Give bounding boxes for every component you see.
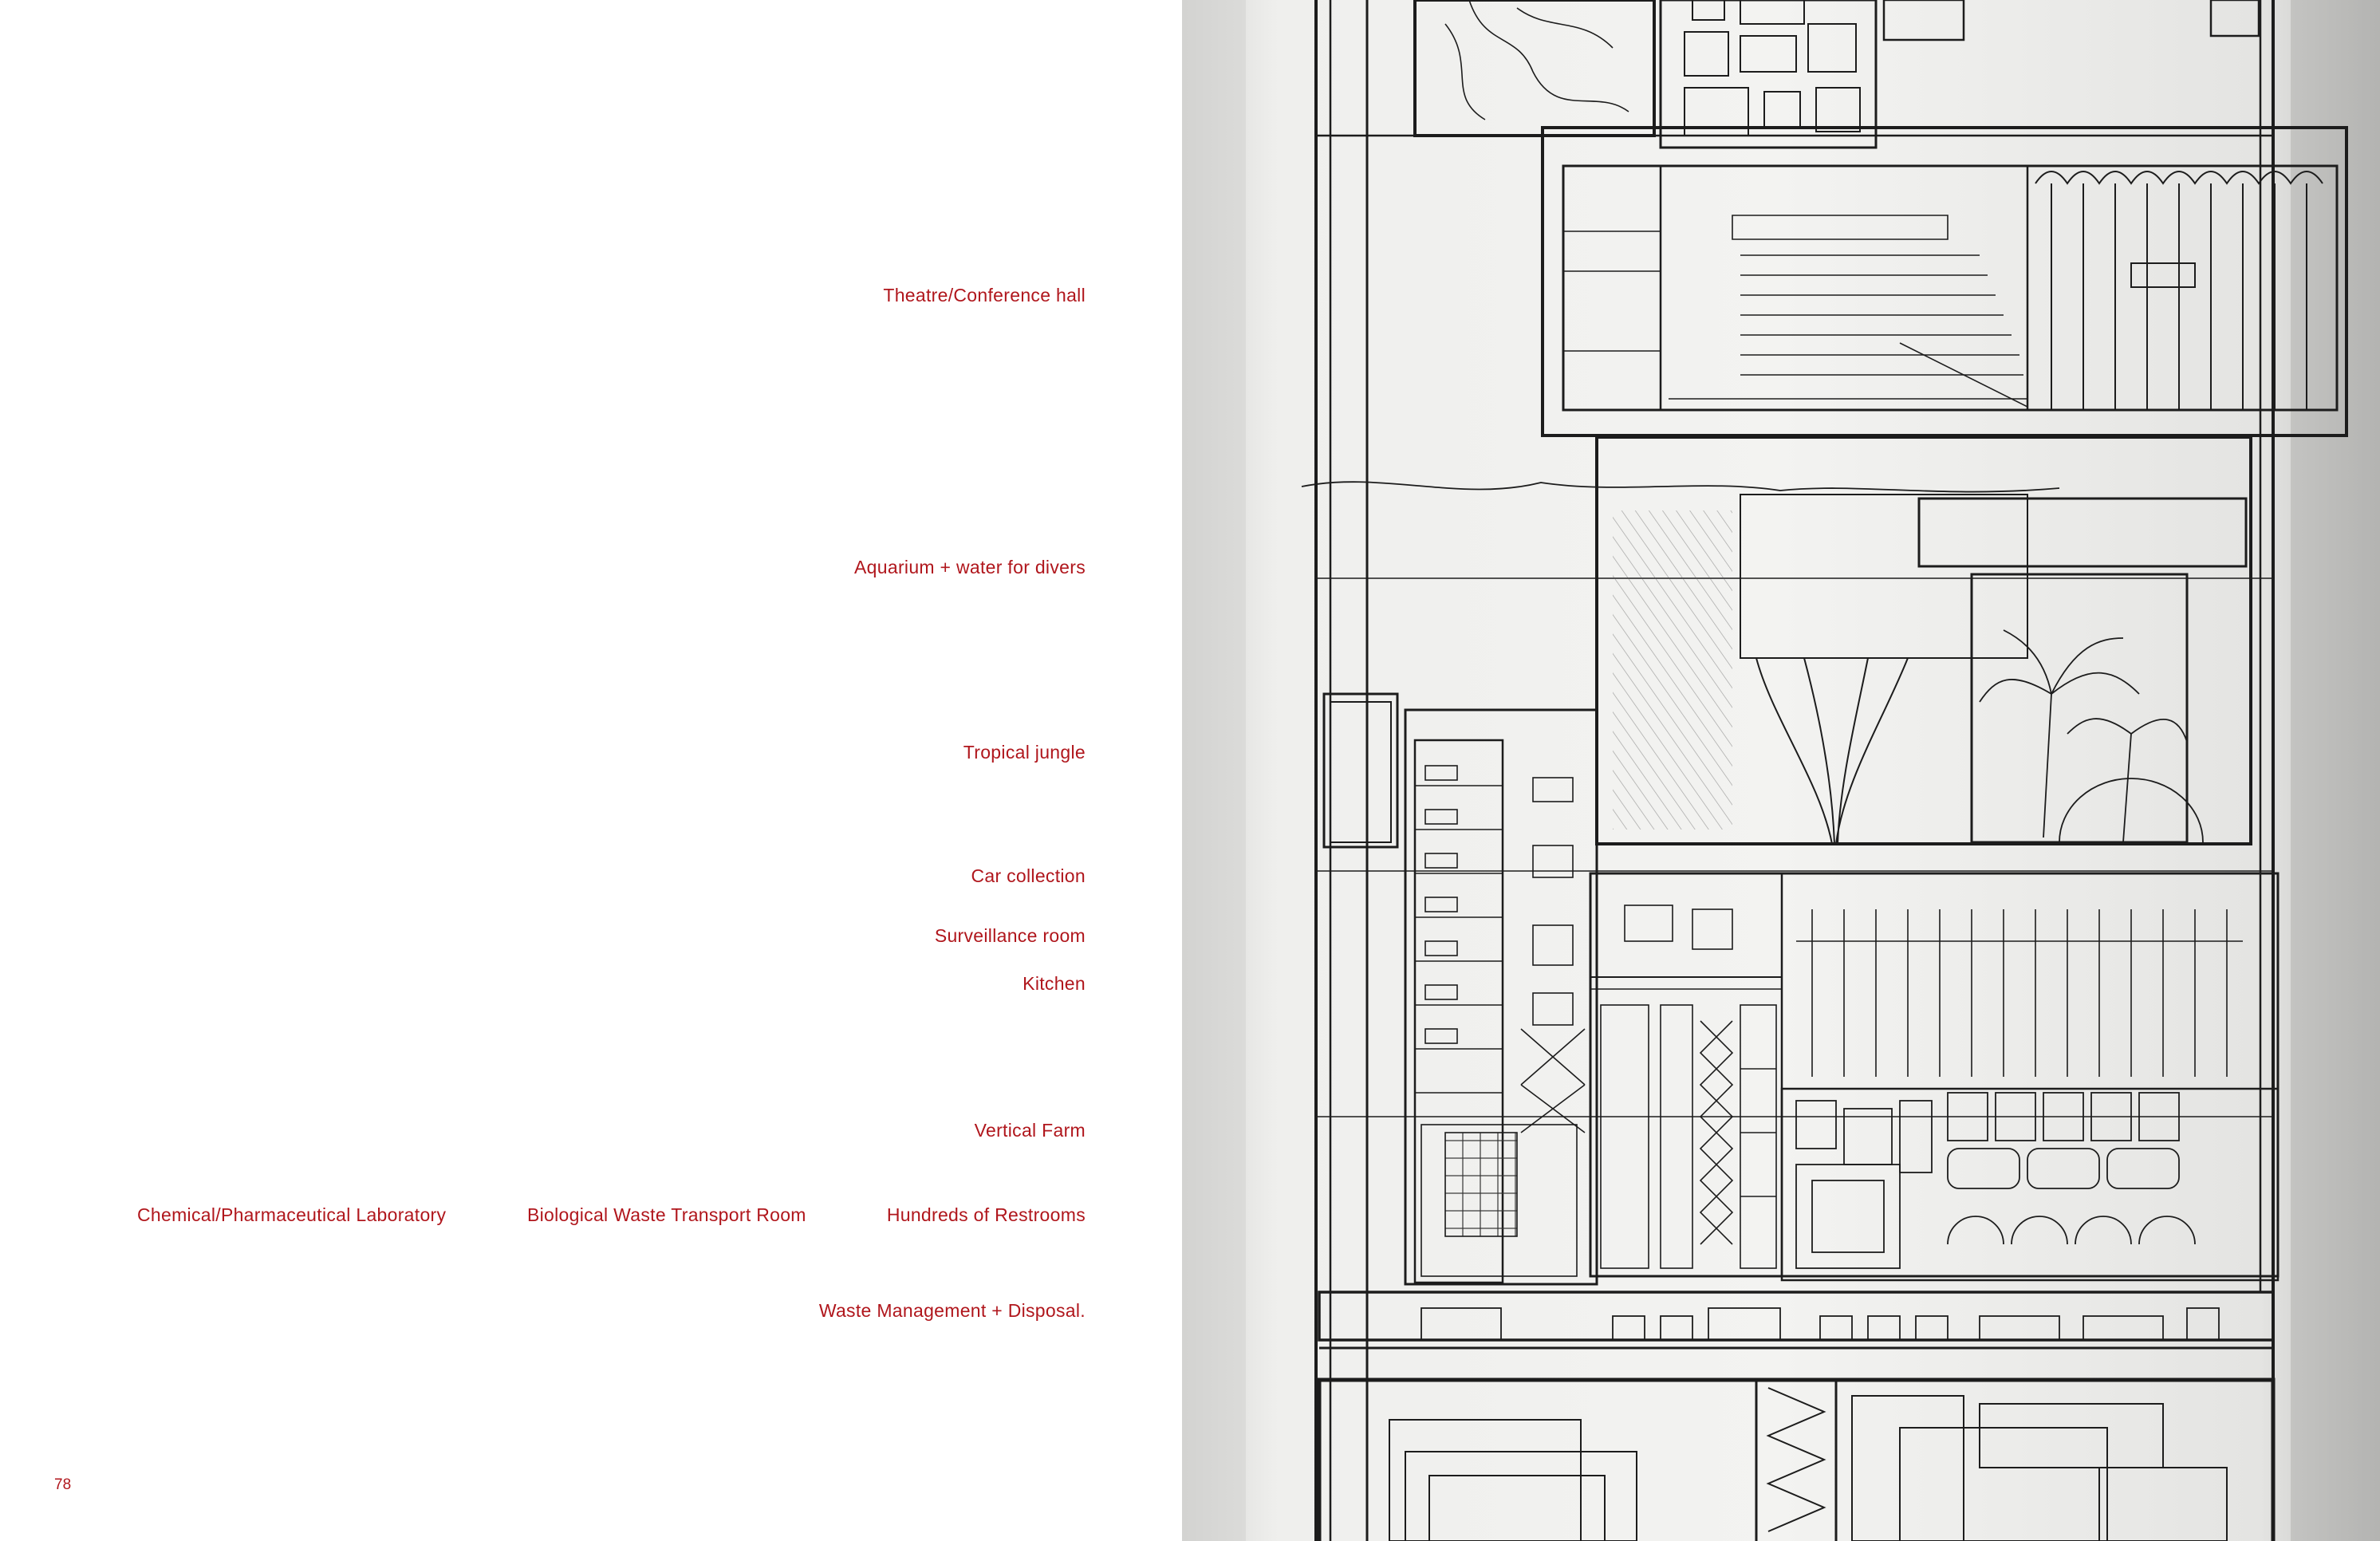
label-vertical-farm: Vertical Farm	[974, 1120, 1086, 1141]
label-surveillance-room: Surveillance room	[934, 925, 1086, 946]
label-car-collection: Car collection	[971, 865, 1086, 886]
label-laboratory: Chemical/Pharmaceutical Laboratory	[137, 1204, 447, 1225]
label-restrooms: Hundreds of Restrooms	[886, 1204, 1086, 1225]
section-drawing	[1182, 0, 2380, 1541]
label-theatre: Theatre/Conference hall	[883, 285, 1086, 305]
label-kitchen: Kitchen	[1023, 973, 1086, 994]
label-aquarium: Aquarium + water for divers	[854, 557, 1086, 577]
page-number: 78	[54, 1476, 72, 1493]
label-tropical-jungle: Tropical jungle	[963, 742, 1086, 763]
label-waste-management: Waste Management + Disposal.	[818, 1300, 1086, 1321]
label-bio-waste-room: Biological Waste Transport Room	[527, 1204, 806, 1225]
